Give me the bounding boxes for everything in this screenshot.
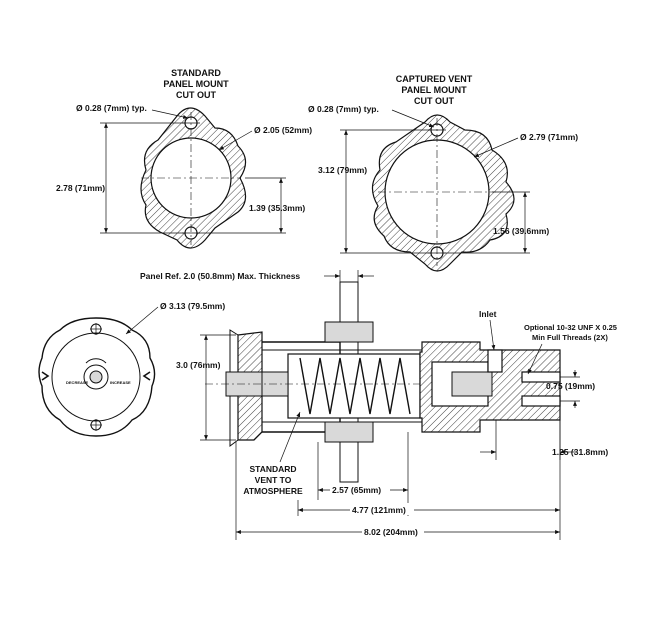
port-note-line-2: Min Full Threads (2X) [532, 333, 608, 342]
inlet-port [487, 349, 503, 373]
captured-cutout-view: CAPTURED VENT PANEL MOUNT CUT OUT Ø 0.28… [308, 74, 578, 272]
port-spacing-label: 0.75 (19mm) [546, 381, 595, 391]
dim-c-label: 8.02 (204mm) [364, 527, 418, 537]
captured-cutout-title-2: PANEL MOUNT [401, 85, 467, 95]
dim-b-label: 4.77 (121mm) [352, 505, 406, 515]
spring-chamber [287, 353, 421, 419]
inlet-label: Inlet [479, 309, 497, 319]
knob-increase-mark: INCREASE [110, 380, 131, 385]
port-offset-label: 1.25 (31.8mm) [552, 447, 608, 457]
range-spring [299, 357, 411, 415]
standard-cutout-view: STANDARD PANEL MOUNT CUT OUT Ø 0.28 (7mm… [56, 68, 312, 249]
knob-decrease-mark: DECREASE [66, 380, 89, 385]
standard-cutout-title-2: PANEL MOUNT [163, 79, 229, 89]
standard-half-height-label: 1.39 (35.3mm) [249, 203, 305, 213]
captured-half-height-label: 1.56 (39.6mm) [493, 226, 549, 236]
valve-poppet [451, 371, 493, 397]
captured-cutout-title-1: CAPTURED VENT [396, 74, 473, 84]
captured-cutout-title-3: CUT OUT [414, 96, 454, 106]
knob-front-view: DECREASE INCREASE Ø 3.13 (79.5mm) [38, 301, 225, 437]
captured-bore-dia-label: Ø 2.79 (71mm) [520, 132, 578, 142]
vent-label-1: STANDARD [249, 464, 296, 474]
dim-a-label: 2.57 (65mm) [332, 485, 381, 495]
vent-label-3: ATMOSPHERE [243, 486, 303, 496]
port-note-line-1: Optional 10-32 UNF X 0.25 [524, 323, 617, 332]
knob-outline [38, 317, 156, 437]
standard-height-label: 2.78 (71mm) [56, 183, 105, 193]
outlet-port-bottom [521, 395, 561, 407]
standard-cutout-title-1: STANDARD [171, 68, 221, 78]
standard-bore-dia-label: Ø 2.05 (52mm) [254, 125, 312, 135]
vent-label-2: VENT TO [255, 475, 292, 485]
panel-nut-top [324, 321, 374, 343]
knob-dia-label: Ø 3.13 (79.5mm) [160, 301, 225, 311]
panel-ref-label: Panel Ref. 2.0 (50.8mm) Max. Thickness [140, 271, 300, 281]
standard-cutout-title-3: CUT OUT [176, 90, 216, 100]
section-view: Panel Ref. 2.0 (50.8mm) Max. Thickness [140, 270, 617, 540]
knob-hub [83, 364, 109, 390]
body-height-label: 3.0 (76mm) [176, 360, 221, 370]
captured-height-label: 3.12 (79mm) [318, 165, 367, 175]
knob-stem [89, 370, 103, 384]
captured-hole-dia-label: Ø 0.28 (7mm) typ. [308, 104, 379, 114]
standard-hole-dia-label: Ø 0.28 (7mm) typ. [76, 103, 147, 113]
panel-nut-bottom [324, 421, 374, 443]
